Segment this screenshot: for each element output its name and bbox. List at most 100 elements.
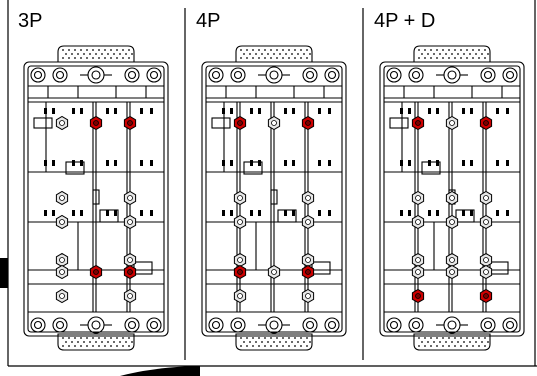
enclosure-body: [23, 61, 169, 337]
cap-dot: [433, 53, 435, 55]
terminal-red-center: [127, 120, 133, 126]
cap-dot: [303, 341, 305, 343]
clip-mark: [44, 210, 47, 216]
cap-dot: [125, 53, 127, 55]
cap-dot: [439, 341, 441, 343]
clip-mark: [408, 108, 411, 114]
latch-knob-inner: [91, 320, 101, 330]
mount-hole: [124, 67, 140, 83]
clip-mark: [496, 160, 499, 166]
clip-mark: [44, 160, 47, 166]
clip-mark: [328, 160, 331, 166]
cap-dot: [427, 341, 429, 343]
cap-dot: [71, 341, 73, 343]
clip-mark: [44, 108, 47, 114]
mount-hole: [502, 317, 518, 333]
cap-dot: [68, 337, 70, 339]
cap-dot: [104, 345, 106, 347]
label-box: [99, 209, 119, 223]
clip-mark: [506, 210, 509, 216]
terminal-gray-center: [305, 219, 311, 225]
label-box: [389, 117, 409, 129]
cap-dot: [95, 53, 97, 55]
cap-dot: [131, 341, 133, 343]
mount-hole: [386, 67, 402, 83]
clip-mark: [114, 108, 117, 114]
cap-dot: [288, 49, 290, 51]
outer-frame: [7, 0, 537, 367]
cap-dot: [68, 345, 70, 347]
latch-knob: [443, 316, 461, 334]
cap-dot: [74, 337, 76, 339]
cap-dot: [104, 57, 106, 59]
cap-dot: [484, 57, 486, 59]
clip-mark: [258, 160, 261, 166]
cap-dot: [481, 53, 483, 55]
cap-dot: [294, 49, 296, 51]
terminal-gray-center: [449, 219, 455, 225]
terminal-gray-center: [449, 257, 455, 263]
terminal-gray-center: [415, 219, 421, 225]
clip-mark: [408, 160, 411, 166]
cap-dot: [86, 49, 88, 51]
cap-dot: [454, 57, 456, 59]
cap-dot: [107, 341, 109, 343]
label-box: [33, 117, 53, 129]
latch-knob-inner: [447, 70, 457, 80]
clip-mark: [258, 210, 261, 216]
cap-dot: [80, 337, 82, 339]
terminal-gray-center: [271, 269, 277, 275]
clip-mark: [230, 108, 233, 114]
cap-dot: [469, 53, 471, 55]
cap-dot: [264, 337, 266, 339]
cap-dot: [457, 53, 459, 55]
cap-dot: [478, 337, 480, 339]
clip-mark: [258, 108, 261, 114]
clip-mark: [292, 160, 295, 166]
terminal-gray-center: [305, 257, 311, 263]
cap-dot: [445, 341, 447, 343]
latch-knob-inner: [269, 320, 279, 330]
cap-dot: [122, 337, 124, 339]
mount-hole-inner: [505, 70, 515, 80]
cap-dot: [463, 53, 465, 55]
cap-dot: [110, 49, 112, 51]
label-box: [455, 209, 475, 223]
cap-dot: [246, 337, 248, 339]
clip-mark: [400, 108, 403, 114]
cap-dot: [279, 53, 281, 55]
cap-dot: [282, 345, 284, 347]
cap-dot: [255, 341, 257, 343]
mount-hole: [386, 317, 402, 333]
mount-hole-inner: [127, 320, 137, 330]
mount-hole-inner: [33, 70, 43, 80]
clip-mark: [436, 160, 439, 166]
cap-dot: [83, 341, 85, 343]
cap-dot: [463, 341, 465, 343]
terminal-red-center: [305, 120, 311, 126]
terminal-gray-center: [59, 257, 65, 263]
panel-label: 3P: [18, 10, 42, 32]
cap-dot: [249, 53, 251, 55]
cap-dot: [98, 345, 100, 347]
cap-dot: [77, 53, 79, 55]
cap-dot: [107, 53, 109, 55]
enclosure-inner: [27, 65, 165, 333]
mount-hole-inner: [505, 320, 515, 330]
terminal-red-center: [415, 120, 421, 126]
cap-dot: [300, 337, 302, 339]
terminal-gray-center: [449, 120, 455, 126]
cap-dot: [80, 345, 82, 347]
cap-dot: [276, 337, 278, 339]
cap-dot: [116, 49, 118, 51]
mount-hole-inner: [233, 320, 243, 330]
cap-dot: [264, 345, 266, 347]
cap-dot: [92, 337, 94, 339]
terminal-gray-center: [127, 293, 133, 299]
clip-mark: [72, 210, 75, 216]
cap-dot: [125, 341, 127, 343]
clip-mark: [150, 108, 153, 114]
cap-dot: [98, 57, 100, 59]
clip-mark: [462, 210, 465, 216]
clip-mark: [250, 160, 253, 166]
